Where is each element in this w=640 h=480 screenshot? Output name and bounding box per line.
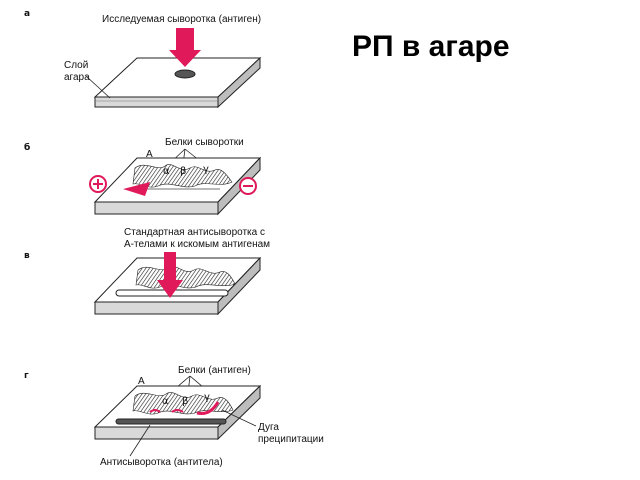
serum-protein-bands-g xyxy=(132,392,234,415)
arc-label-pointer xyxy=(221,409,257,427)
precipitation-arc-beta xyxy=(171,409,184,413)
sample-well xyxy=(174,69,196,79)
panel-b-marker-a: А xyxy=(146,149,153,160)
agar-plate-b xyxy=(93,156,262,216)
panel-a-side-label-1: Слой xyxy=(64,60,88,71)
beta-label-b: β xyxy=(180,166,186,177)
panel-a-top-label: Исследуемая сыворотка (антиген) xyxy=(102,14,261,25)
agar-plate-a xyxy=(93,56,262,109)
panel-a-side-label-2: агара xyxy=(64,72,90,83)
cathode-icon xyxy=(239,177,257,195)
panel-g-letter: г xyxy=(24,371,29,381)
migration-arrow-icon xyxy=(123,182,150,196)
panel-v-top-label-1: Стандартная антисыворотка с xyxy=(124,227,265,238)
panel-g-top-label: Белки (антиген) xyxy=(178,365,251,376)
agar-layer-pointer xyxy=(85,75,111,99)
beta-label-g: β xyxy=(182,396,188,407)
antiserum-label-pointer xyxy=(129,424,151,457)
panel-v-letter: в xyxy=(24,251,30,261)
precipitation-arc-gamma xyxy=(196,401,220,415)
panel-b-top-label: Белки сыворотки xyxy=(165,137,244,148)
panel-v-top-label-2: А-телами к искомым антигенам xyxy=(124,239,270,250)
arc-label-1: Дуга xyxy=(258,422,279,433)
anode-icon xyxy=(89,175,107,193)
precipitation-arc-alpha xyxy=(149,409,161,413)
serum-protein-bands-b xyxy=(132,164,233,188)
alpha-label-g: α xyxy=(162,396,169,407)
arc-label-2: преципитации xyxy=(258,434,324,445)
gamma-label-g: γ xyxy=(204,392,210,403)
panel-g-marker-a: А xyxy=(138,376,145,387)
panel-a-letter: а xyxy=(24,9,30,19)
sample-arrow-icon xyxy=(169,28,201,67)
panel-b-letter: б xyxy=(24,142,30,153)
gamma-label-b: γ xyxy=(203,164,209,175)
panel-g-bottom-label: Антисыворотка (антитела) xyxy=(100,457,223,468)
antiserum-trough-g xyxy=(115,418,227,425)
page-title: РП в агаре xyxy=(352,30,510,63)
antiserum-arrow-icon xyxy=(157,252,183,298)
alpha-label-b: α xyxy=(163,166,170,177)
